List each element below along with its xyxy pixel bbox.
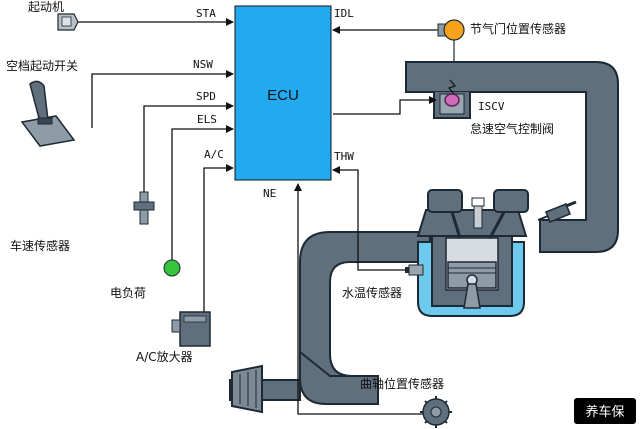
engine-block (416, 189, 529, 317)
signal-idl: IDL (332, 7, 440, 34)
signal-spd-label: SPD (196, 90, 216, 103)
throttle-sensor-icon (437, 19, 465, 62)
signal-thw: THW (332, 150, 405, 271)
neutral-switch-label: 空档起动开关 (6, 59, 78, 73)
throttle-sensor-label: 节气门位置传感器 (470, 21, 566, 36)
crank-sensor-label: 曲轴位置传感器 (360, 376, 444, 391)
intake-duct (229, 61, 619, 405)
signal-els-label: ELS (197, 113, 217, 126)
ac-amplifier-label: A/C放大器 (136, 349, 193, 364)
starter-icon (57, 13, 79, 31)
speed-sensor-icon (133, 191, 155, 225)
iscv-valve (433, 79, 471, 119)
signal-sta: STA (78, 7, 234, 26)
iscv-code-label: ISCV (478, 100, 505, 113)
signal-nsw: NSW (91, 58, 234, 128)
signal-idl-label: IDL (334, 7, 354, 20)
watermark: 养车保 (574, 398, 636, 424)
electric-load-icon (163, 259, 181, 277)
watermark-text: 养车保 (585, 404, 624, 420)
signal-iscv-control (333, 96, 437, 115)
signal-thw-label: THW (334, 150, 354, 163)
ac-amplifier-icon (171, 311, 211, 347)
coolant-sensor-label: 水温传感器 (342, 285, 402, 300)
signal-spd: SPD (143, 90, 234, 192)
fuel-injector (537, 200, 577, 223)
starter-label: 起动机 (28, 0, 64, 14)
signal-ac: A/C (203, 148, 234, 318)
signal-els: ELS (171, 113, 234, 260)
coolant-sensor-icon (405, 264, 424, 276)
signal-ac-label: A/C (204, 148, 224, 161)
exhaust-catalyst (231, 364, 263, 414)
shifter-icon (20, 80, 76, 147)
signal-nsw-label: NSW (193, 58, 213, 71)
crank-sensor-icon (420, 396, 452, 428)
ecu-label: ECU (267, 87, 299, 104)
signal-ne-label: NE (263, 187, 276, 200)
speed-sensor-label: 车速传感器 (10, 238, 70, 253)
electric-load-label: 电负荷 (110, 286, 146, 300)
signal-sta-label: STA (196, 7, 216, 20)
iscv-name-label: 怠速空气控制阀 (470, 121, 554, 136)
signal-ne: NE (263, 183, 426, 415)
ecu-box: ECU (234, 5, 332, 181)
